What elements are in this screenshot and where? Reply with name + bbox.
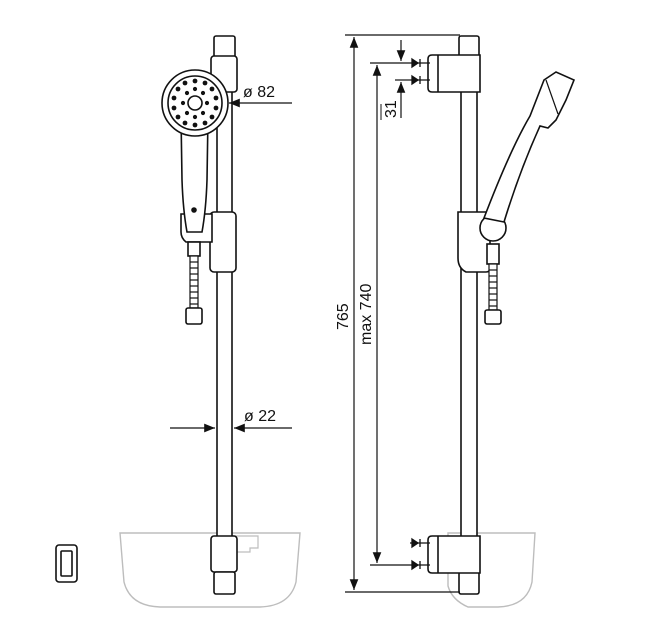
front-handset-handle	[180, 115, 209, 233]
rail-diameter-label: ø 22	[244, 408, 276, 425]
front-hose-end	[185, 307, 203, 325]
side-bottom-bracket	[427, 535, 481, 574]
front-shower-head-nozzles	[171, 78, 219, 128]
side-hose-nut	[486, 243, 500, 265]
front-bottom-cap	[213, 571, 236, 595]
front-hose-nut	[187, 241, 201, 257]
side-rail	[460, 59, 478, 581]
side-view	[410, 35, 576, 608]
side-dimension-lines	[345, 34, 460, 593]
front-view	[119, 35, 301, 608]
front-basin-outline	[119, 532, 301, 608]
side-hose	[488, 263, 498, 311]
side-top-screws	[410, 57, 430, 86]
front-handset-button	[191, 207, 197, 213]
side-top-bracket	[427, 54, 481, 93]
side-handset	[482, 71, 576, 223]
front-slider	[209, 211, 237, 273]
side-hose-end	[484, 309, 502, 325]
side-bottom-cap	[458, 571, 480, 595]
loose-end-cap	[55, 544, 78, 583]
front-bottom-bracket	[210, 535, 238, 573]
front-dimension-lines	[170, 98, 292, 433]
front-hose	[189, 255, 199, 309]
fixing-distance-label: max 740	[358, 284, 375, 345]
total-height-label: 765	[335, 303, 352, 330]
front-rail	[216, 59, 233, 581]
front-shower-head-center	[187, 95, 203, 111]
bracket-offset-label: 31	[383, 100, 400, 118]
head-diameter-label: ø 82	[243, 84, 275, 101]
side-bottom-screws	[410, 537, 430, 571]
